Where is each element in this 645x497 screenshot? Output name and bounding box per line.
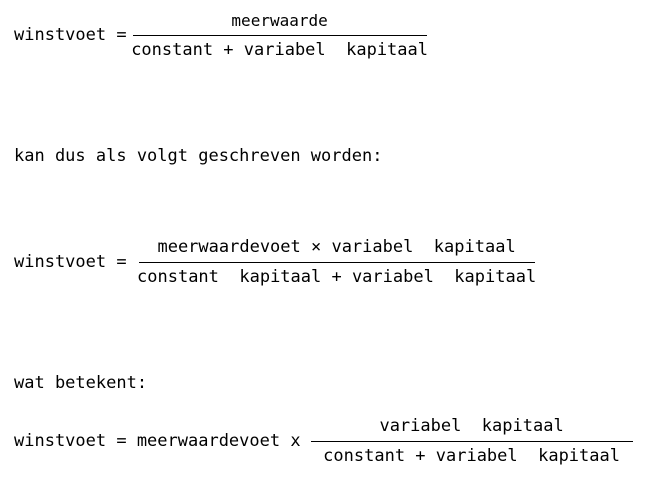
prose-line-meaning: wat betekent: [14, 373, 148, 393]
formula-3-numerator: variabel kapitaal [379, 416, 564, 436]
formula-profit-rate-expanded: winstvoet = meerwaardevoet × variabel ka… [14, 236, 536, 289]
formula-1-left-hand-side: winstvoet = [14, 25, 127, 46]
formula-3-fraction: variabel kapitaal constant + variabel ka… [310, 415, 633, 468]
formula-1-denominator: constant + variabel kapitaal [131, 40, 428, 61]
formula-3-left-hand-side: winstvoet = meerwaardevoet x [14, 431, 301, 452]
formula-2-fraction-bar [138, 261, 535, 264]
formula-2-left-hand-side: winstvoet = [14, 252, 127, 273]
formula-profit-rate-basic: winstvoet = meerwaarde constant + variab… [14, 10, 428, 62]
formula-1-numerator: meerwaarde [231, 11, 328, 30]
formula-2-denominator: constant kapitaal + variabel kapitaal [137, 267, 537, 288]
formula-2-fraction: meerwaardevoet × variabel kapitaal const… [137, 236, 536, 289]
formula-1-fraction: meerwaarde constant + variabel kapitaal [131, 10, 428, 62]
formula-profit-rate-factored: winstvoet = meerwaardevoet x variabel ka… [14, 415, 633, 468]
formula-1-fraction-bar [132, 34, 427, 37]
formula-3-denominator: constant + variabel kapitaal [323, 446, 620, 467]
prose-line-transition: kan dus als volgt geschreven worden: [14, 146, 383, 166]
formula-3-fraction-bar [310, 440, 633, 443]
formula-2-numerator: meerwaardevoet × variabel kapitaal [157, 237, 516, 257]
